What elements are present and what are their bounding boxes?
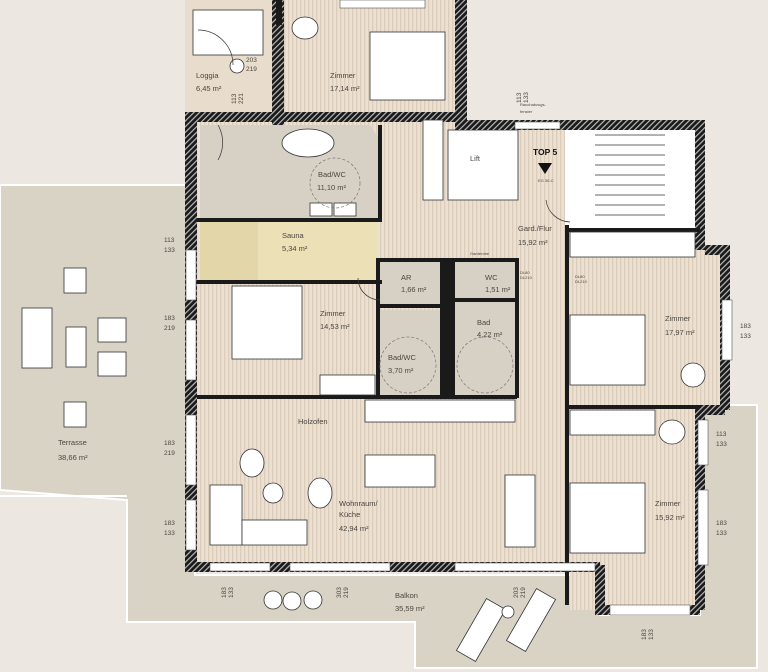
room-labels: Loggia 6,45 m² Zimmer 17,14 m² Bad/WC 11… [58, 71, 695, 613]
room-area: 15,92 m² [518, 238, 548, 247]
dimension-top: 183 [716, 520, 727, 527]
dimension-bottom: 219 [164, 450, 175, 457]
dimension-top: 183 [164, 520, 175, 527]
room-name: Wohnraum/ [339, 499, 379, 508]
room-area: 6,45 m² [196, 84, 222, 93]
dimension-bottom: 133 [228, 587, 235, 598]
door-label: DL80 [575, 274, 585, 279]
room-area: 35,59 m² [395, 604, 425, 613]
room-name: Zimmer [655, 499, 681, 508]
dimension-bottom: 133 [648, 629, 655, 640]
room-name: Loggia [196, 71, 219, 80]
dimension-top: 183 [740, 323, 751, 330]
dimension-labels: 203 219 113 221 113 133 113 133 183 219 … [164, 57, 751, 640]
room-name: Zimmer [330, 71, 356, 80]
room-area: 1,51 m² [485, 285, 511, 294]
dimension-top: 113 [716, 431, 727, 438]
smoke-vent-label: Rauchabzugs- [520, 102, 546, 107]
dimension-bottom: 133 [523, 92, 530, 103]
dimension-top: 183 [164, 440, 175, 447]
bad-wc-large-floor [200, 125, 380, 218]
room-name: Lift [470, 154, 481, 163]
door-label: DL210 [575, 279, 588, 284]
dimension-top: 183 [221, 587, 228, 598]
room-area: 5,34 m² [282, 244, 308, 253]
room-name: Gard./Flur [518, 224, 552, 233]
room-name: Bad [477, 318, 490, 327]
dimension-bottom: 133 [164, 247, 175, 254]
room-area: 3,70 m² [388, 366, 414, 375]
room-name: Bad/WC [388, 353, 417, 362]
smoke-vent-label: fenster [520, 109, 533, 114]
dimension-top: 203 [246, 57, 257, 64]
door-label: DL210 [520, 275, 533, 280]
room-name: Terrasse [58, 438, 87, 447]
holzofen-label: Holzofen [298, 417, 328, 426]
dimension-bottom: 133 [164, 530, 175, 537]
dimension-bottom: 219 [343, 587, 350, 598]
room-name: Zimmer [320, 309, 346, 318]
dimension-bottom: 219 [164, 325, 175, 332]
room-name: Sauna [282, 231, 305, 240]
dimension-bottom: 133 [716, 441, 727, 448]
dimension-top: 113 [231, 93, 238, 104]
room-name: WC [485, 273, 498, 282]
room-area: 38,66 m² [58, 453, 88, 462]
dimension-bottom: 221 [238, 93, 245, 104]
door-label: DL80 [520, 270, 530, 275]
room-name: Balkon [395, 591, 418, 600]
room-name: AR [401, 273, 412, 282]
dimension-bottom: 133 [716, 530, 727, 537]
lift-door-label: EG 30-C [538, 178, 554, 183]
room-area: 42,94 m² [339, 524, 369, 533]
windows [185, 0, 733, 616]
furniture [21, 9, 706, 663]
room-area: 17,97 m² [665, 328, 695, 337]
top5-marker-icon [538, 163, 552, 174]
dimension-bottom: 219 [520, 587, 527, 598]
room-area: 4,22 m² [477, 330, 503, 339]
unit-marker: TOP 5 [533, 147, 558, 157]
room-name: Küche [339, 510, 360, 519]
dimension-bottom: 133 [740, 333, 751, 340]
garderobe-label: Garderobe [470, 251, 490, 256]
room-area: 15,92 m² [655, 513, 685, 522]
dimension-bottom: 219 [246, 66, 257, 73]
room-area: 14,53 m² [320, 322, 350, 331]
dimension-top: 183 [641, 629, 648, 640]
room-area: 11,10 m² [317, 183, 347, 192]
dimension-top: 203 [513, 587, 520, 598]
dimension-top: 113 [164, 237, 175, 244]
room-name: Bad/WC [318, 170, 347, 179]
dimension-top: 183 [164, 315, 175, 322]
room-name: Zimmer [665, 314, 691, 323]
dimension-top: 113 [516, 92, 523, 103]
room-area: 17,14 m² [330, 84, 360, 93]
dimension-top: 303 [336, 587, 343, 598]
room-area: 1,66 m² [401, 285, 427, 294]
